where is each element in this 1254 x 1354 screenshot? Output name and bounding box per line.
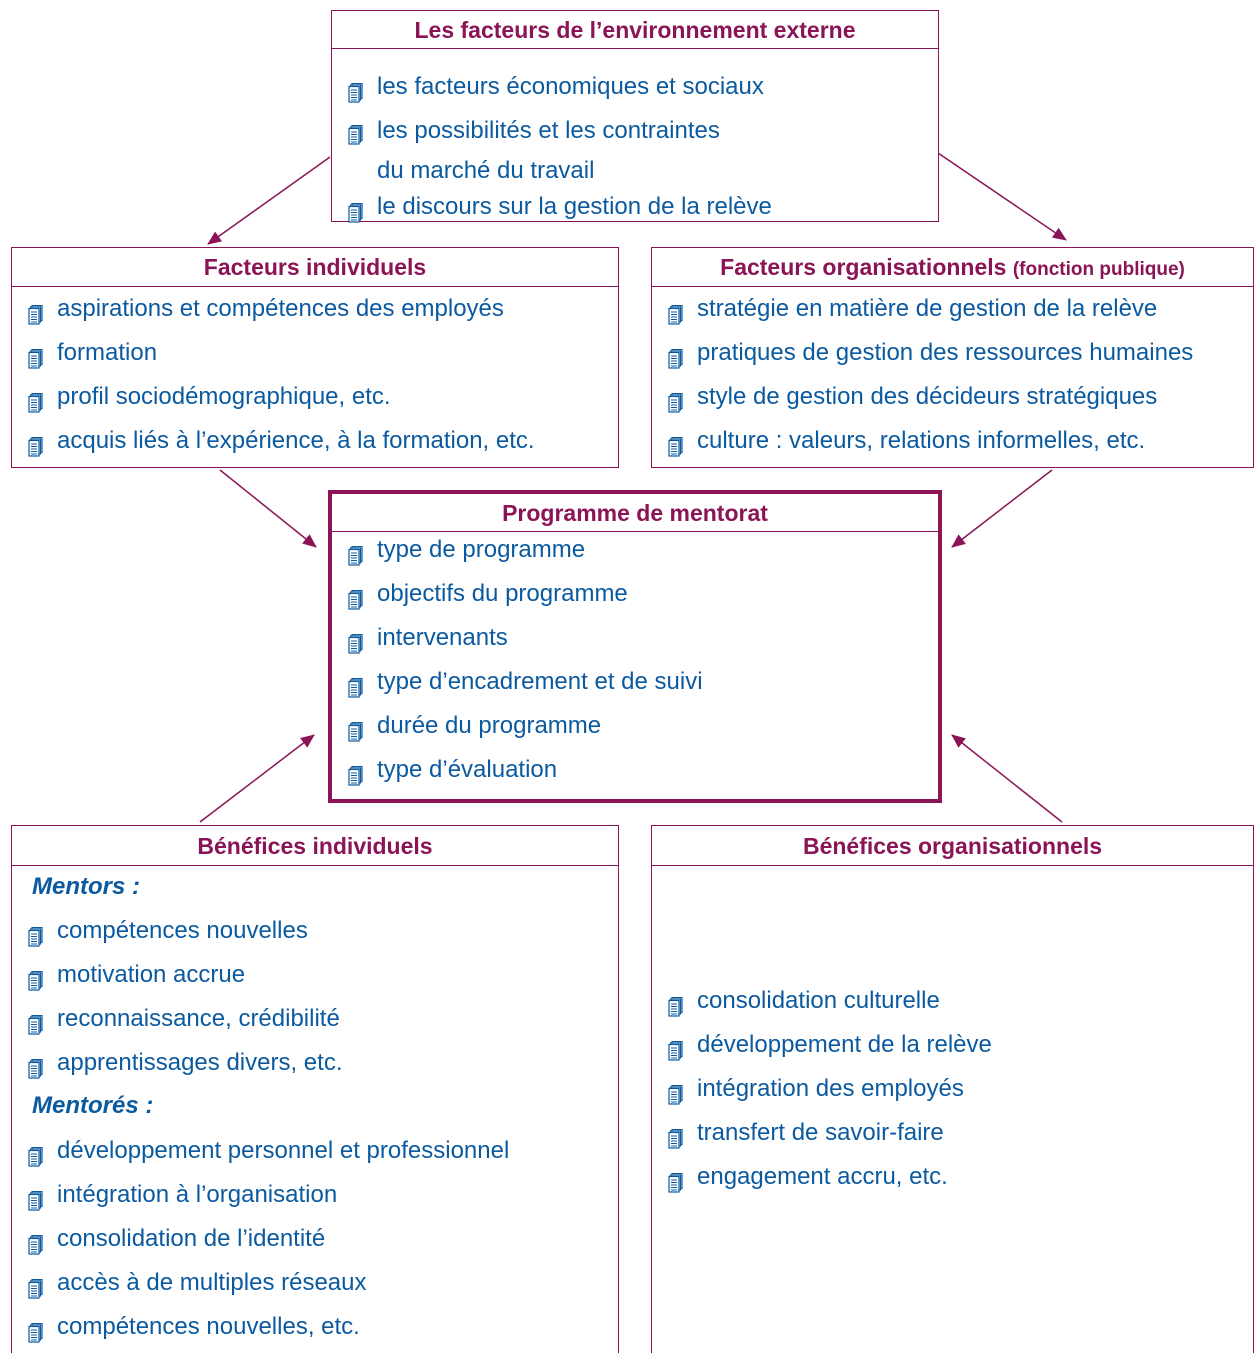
individual-factors-box: Facteurs individuels aspirations et comp… bbox=[11, 247, 619, 468]
document-icon bbox=[668, 388, 683, 413]
organizational-benefits-box: Bénéfices organisationnels consolidation… bbox=[651, 825, 1254, 1353]
list-item: le discours sur la gestion de la relève bbox=[348, 189, 772, 225]
arrow-org-to-program bbox=[951, 469, 1053, 548]
document-icon bbox=[348, 198, 363, 223]
external-environment-box: Les facteurs de l’environnement externe … bbox=[331, 10, 939, 225]
list-item: type de programme bbox=[348, 532, 585, 568]
document-icon bbox=[348, 761, 363, 786]
list-item: consolidation culturelle bbox=[668, 983, 940, 1019]
document-icon bbox=[668, 432, 683, 457]
document-icon bbox=[28, 1010, 43, 1035]
document-icon bbox=[668, 1080, 683, 1105]
list-item: acquis liés à l’expérience, à la formati… bbox=[28, 423, 535, 459]
document-icon bbox=[348, 78, 363, 103]
list-item: engagement accru, etc. bbox=[668, 1159, 948, 1195]
mentoring-program-box: Programme de mentorat type de programme … bbox=[328, 490, 942, 803]
arrow-env-to-individual bbox=[207, 156, 331, 245]
list-item: culture : valeurs, relations informelles… bbox=[668, 423, 1145, 459]
document-icon bbox=[28, 300, 43, 325]
list-item: transfert de savoir-faire bbox=[668, 1115, 944, 1151]
arrow-benefits-org-to-program bbox=[951, 734, 1063, 823]
list-item: les facteurs économiques et sociaux bbox=[348, 69, 764, 105]
document-icon bbox=[348, 629, 363, 654]
document-icon bbox=[28, 1186, 43, 1211]
arrow-individual-to-program bbox=[219, 469, 317, 548]
document-icon bbox=[28, 388, 43, 413]
document-icon bbox=[28, 1274, 43, 1299]
list-item: intégration à l’organisation bbox=[28, 1177, 337, 1213]
list-item: durée du programme bbox=[348, 708, 601, 744]
list-item: objectifs du programme bbox=[348, 576, 628, 612]
document-icon bbox=[668, 1036, 683, 1061]
list-item: consolidation de l’identité bbox=[28, 1221, 325, 1257]
individual-factors-title: Facteurs individuels bbox=[12, 248, 618, 287]
list-item: développement de la relève bbox=[668, 1027, 992, 1063]
list-item: pratiques de gestion des ressources huma… bbox=[668, 335, 1193, 371]
organizational-benefits-title: Bénéfices organisationnels bbox=[652, 826, 1253, 866]
document-icon bbox=[348, 585, 363, 610]
list-item: accès à de multiples réseaux bbox=[28, 1265, 367, 1301]
mentees-subheading: Mentorés : bbox=[32, 1092, 154, 1119]
arrow-benefits-individual-to-program bbox=[199, 734, 315, 823]
external-environment-title: Les facteurs de l’environnement externe bbox=[332, 11, 938, 49]
document-icon bbox=[668, 1124, 683, 1149]
document-icon bbox=[28, 344, 43, 369]
arrow-env-to-org bbox=[937, 152, 1067, 241]
mentors-subheading: Mentors : bbox=[32, 873, 140, 900]
mentoring-program-title: Programme de mentorat bbox=[332, 494, 938, 532]
list-item: développement personnel et professionnel bbox=[28, 1133, 509, 1169]
document-icon bbox=[28, 966, 43, 991]
document-icon bbox=[668, 992, 683, 1017]
list-item: style de gestion des décideurs stratégiq… bbox=[668, 379, 1157, 415]
list-item: compétences nouvelles, etc. bbox=[28, 1309, 360, 1345]
list-item: compétences nouvelles bbox=[28, 913, 308, 949]
list-item: type d’encadrement et de suivi bbox=[348, 664, 703, 700]
document-icon bbox=[668, 1168, 683, 1193]
document-icon bbox=[28, 432, 43, 457]
document-icon bbox=[348, 673, 363, 698]
document-icon bbox=[348, 717, 363, 742]
organizational-factors-box: Facteurs organisationnels (fonction publ… bbox=[651, 247, 1254, 468]
organizational-factors-title-main: Facteurs organisationnels bbox=[720, 254, 1007, 280]
document-icon bbox=[668, 300, 683, 325]
document-icon bbox=[348, 541, 363, 566]
individual-benefits-title: Bénéfices individuels bbox=[12, 826, 618, 866]
list-item: aspirations et compétences des employés bbox=[28, 291, 504, 327]
document-icon bbox=[28, 1142, 43, 1167]
organizational-factors-title: Facteurs organisationnels (fonction publ… bbox=[652, 248, 1253, 287]
organizational-factors-title-suffix: (fonction publique) bbox=[1012, 259, 1185, 280]
individual-benefits-box: Bénéfices individuels Mentors : compéten… bbox=[11, 825, 619, 1353]
list-item: les possibilités et les contraintes du m… bbox=[348, 111, 720, 191]
list-item: apprentissages divers, etc. bbox=[28, 1045, 342, 1081]
list-item: motivation accrue bbox=[28, 957, 245, 993]
document-icon bbox=[28, 1054, 43, 1079]
document-icon bbox=[668, 344, 683, 369]
document-icon bbox=[28, 922, 43, 947]
list-item: intervenants bbox=[348, 620, 508, 656]
list-item: profil sociodémographique, etc. bbox=[28, 379, 391, 415]
list-item: reconnaissance, crédibilité bbox=[28, 1001, 340, 1037]
list-item: intégration des employés bbox=[668, 1071, 964, 1107]
document-icon bbox=[348, 120, 363, 145]
list-item: formation bbox=[28, 335, 157, 371]
list-item: stratégie en matière de gestion de la re… bbox=[668, 291, 1157, 327]
list-item: type d’évaluation bbox=[348, 752, 557, 788]
document-icon bbox=[28, 1230, 43, 1255]
document-icon bbox=[28, 1318, 43, 1343]
